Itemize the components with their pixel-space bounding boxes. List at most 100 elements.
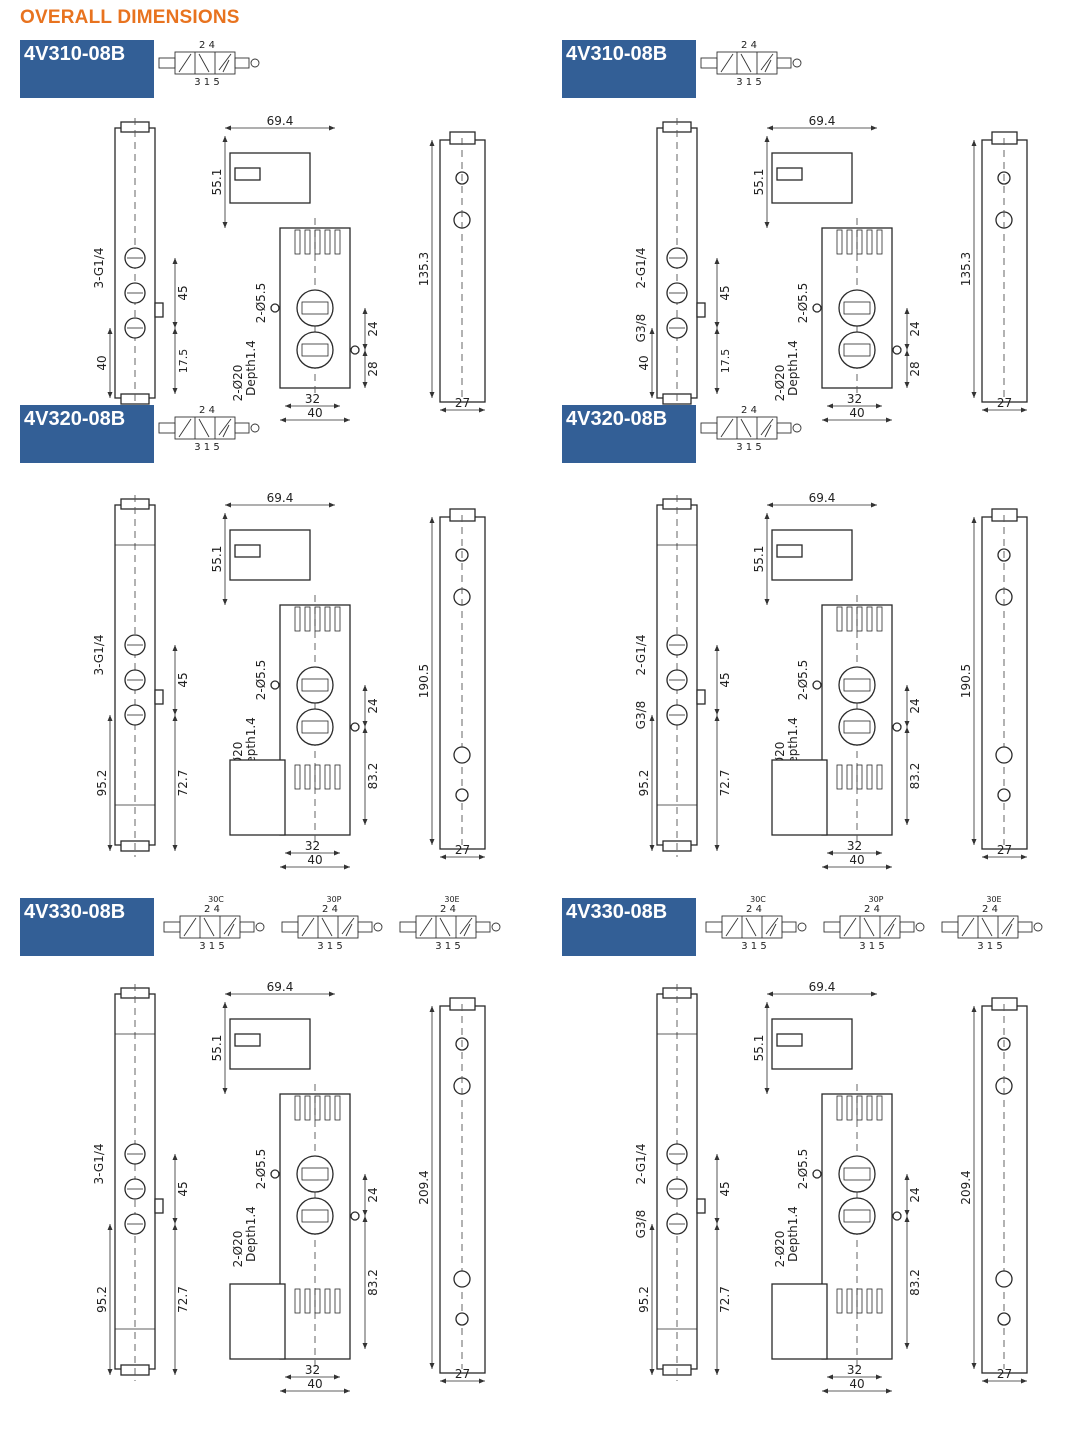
model-tag: 4V310-08B	[20, 40, 154, 98]
dimension-label: 45	[718, 672, 732, 687]
dimension-label: 45	[176, 1181, 190, 1196]
symbol-ports-bottom: 3 1 5	[859, 941, 884, 952]
depth-label: Depth1.4	[244, 1206, 258, 1262]
dimension-label: 17.5	[177, 349, 190, 374]
port-circle	[296, 666, 334, 704]
dimension-label: 95.2	[637, 770, 651, 797]
dimension-label: 45	[176, 285, 190, 300]
mount-hole	[270, 680, 280, 690]
port-circle	[838, 708, 876, 746]
hole-label: 2-Ø5.5	[796, 660, 810, 701]
symbol-ports-top: 2 4	[982, 904, 998, 915]
bolt-head	[997, 788, 1011, 802]
ports-label: 2-G1/4	[634, 247, 648, 288]
symbol-ports-top: 2 4	[741, 40, 757, 51]
ports-label: 3-G1/4	[92, 634, 106, 675]
dimension-label: 17.5	[719, 349, 732, 374]
dimension-label: 40	[307, 853, 322, 867]
mount-hole	[350, 1211, 360, 1221]
dimension-label: 83.2	[366, 763, 380, 790]
valve-symbol: 2 4 3 1 5	[700, 405, 802, 453]
dimension-label: 45	[718, 285, 732, 300]
manual-override	[453, 1270, 471, 1288]
ports-label-alt: G3/8	[634, 701, 648, 730]
mount-hole	[812, 1169, 822, 1179]
ports-label: 2-G1/4	[634, 1143, 648, 1184]
connector-bottom	[771, 759, 828, 836]
mount-hole	[812, 680, 822, 690]
dimension-label: 72.7	[176, 770, 190, 797]
dimension-label: 55.1	[752, 169, 766, 196]
ports-label-alt: G3/8	[634, 1210, 648, 1239]
mount-hole	[812, 303, 822, 313]
dimension-label: 40	[849, 1377, 864, 1391]
dimension-label: 72.7	[718, 1286, 732, 1313]
depth-label: Depth1.4	[786, 340, 800, 396]
symbol-ports-bottom: 3 1 5	[736, 442, 761, 453]
mount-hole	[350, 345, 360, 355]
dimension-label: 24	[366, 1187, 380, 1202]
port-circle	[838, 1155, 876, 1193]
dimension-label: 55.1	[752, 546, 766, 573]
mount-hole	[270, 303, 280, 313]
dimension-label: 209.4	[959, 1170, 973, 1204]
manual-override	[995, 746, 1013, 764]
dimension-label: 83.2	[908, 1269, 922, 1296]
mount-hole	[892, 345, 902, 355]
page-title: OVERALL DIMENSIONS	[20, 7, 240, 28]
variant-label: 30P	[326, 895, 341, 904]
dimension-label: 24	[366, 698, 380, 713]
dimension-label: 24	[908, 1187, 922, 1202]
dimension-label: 69.4	[267, 491, 294, 505]
dimension-label: 135.3	[959, 252, 973, 286]
model-tag: 4V320-08B	[562, 405, 696, 463]
hole-label: 2-Ø5.5	[254, 283, 268, 324]
dimension-label: 32	[847, 392, 862, 406]
symbol-ports-bottom: 3 1 5	[317, 941, 342, 952]
manual-override	[995, 1270, 1013, 1288]
dimension-label: 32	[305, 839, 320, 853]
hole-label: 2-Ø5.5	[254, 1149, 268, 1190]
dimension-label: 40	[307, 406, 322, 420]
symbol-ports-top: 2 4	[741, 405, 757, 416]
dimension-label: 32	[847, 1363, 862, 1377]
symbol-ports-top: 2 4	[204, 904, 220, 915]
dimension-label: 69.4	[809, 491, 836, 505]
hole-label: 2-Ø5.5	[796, 1149, 810, 1190]
port-circle	[838, 289, 876, 327]
depth-label: Depth1.4	[244, 717, 258, 773]
depth-label: Depth1.4	[786, 1206, 800, 1262]
symbol-ports-top: 2 4	[199, 40, 215, 51]
symbol-ports-bottom: 3 1 5	[977, 941, 1002, 952]
dimension-label: 40	[637, 355, 651, 370]
dimension-label: 45	[718, 1181, 732, 1196]
mount-hole	[350, 722, 360, 732]
model-tag: 4V320-08B	[20, 405, 154, 463]
port-circle	[296, 1197, 334, 1235]
dimension-label: 83.2	[908, 763, 922, 790]
dimension-label: 32	[305, 392, 320, 406]
dimension-label: 190.5	[417, 664, 431, 698]
bolt-head	[455, 788, 469, 802]
port-circle	[296, 708, 334, 746]
dimension-label: 190.5	[959, 664, 973, 698]
dimension-label: 27	[455, 1367, 470, 1381]
dimension-label: 209.4	[417, 1170, 431, 1204]
dimension-label: 45	[176, 672, 190, 687]
valve-symbol: 2 43 1 5	[158, 40, 260, 88]
dimension-label: 55.1	[210, 546, 224, 573]
connector-bottom	[771, 1283, 828, 1360]
symbol-ports-top: 2 4	[199, 405, 215, 416]
dimension-label: 24	[366, 321, 380, 336]
dimension-label: 55.1	[752, 1035, 766, 1062]
port-circle	[296, 289, 334, 327]
ports-label-alt: G3/8	[634, 314, 648, 343]
manual-override	[453, 746, 471, 764]
dimension-label: 55.1	[210, 1035, 224, 1062]
dimension-label: 40	[849, 406, 864, 420]
